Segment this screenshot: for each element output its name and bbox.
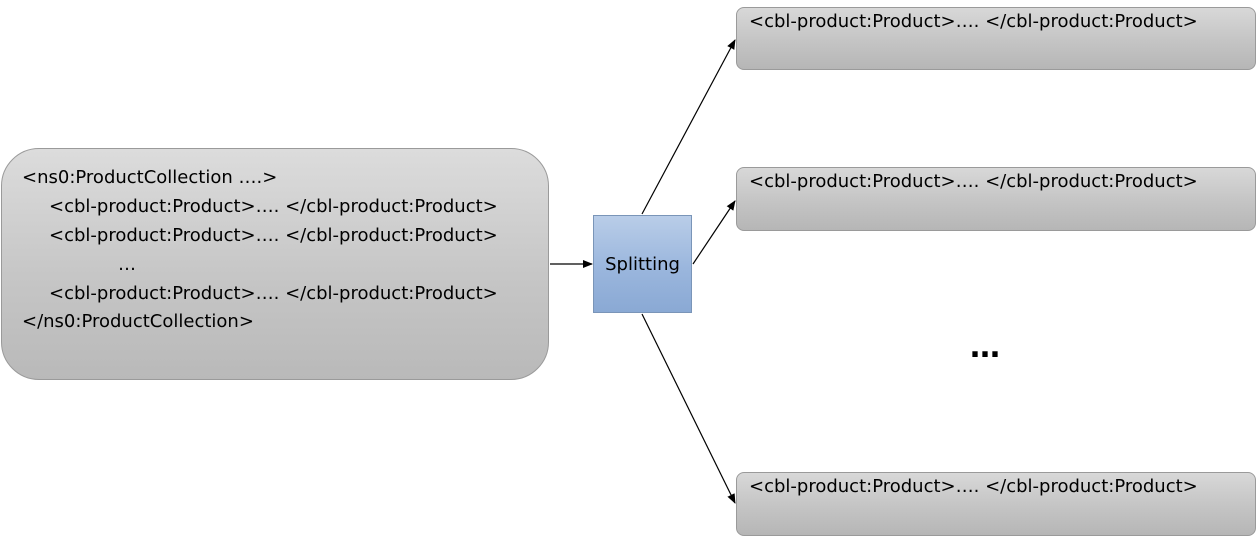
source-line-product-n: <cbl-product:Product>…. </cbl-product:Pr…: [49, 283, 498, 304]
output-product-box-1: <cbl-product:Product>…. </cbl-product:Pr…: [736, 7, 1256, 70]
arrow-splitting-to-output-2: [692, 200, 736, 265]
source-line-product-1: <cbl-product:Product>…. </cbl-product:Pr…: [49, 196, 498, 217]
source-line-close-collection: </ns0:ProductCollection>: [22, 311, 254, 332]
source-line-ellipsis: …: [118, 254, 136, 275]
output-product-box-3: <cbl-product:Product>…. </cbl-product:Pr…: [736, 472, 1256, 536]
source-line-product-2: <cbl-product:Product>…. </cbl-product:Pr…: [49, 225, 498, 246]
splitting-label: Splitting: [605, 253, 680, 275]
product-collection-box: <ns0:ProductCollection ….> <cbl-product:…: [1, 148, 549, 380]
more-outputs-ellipsis: …: [970, 330, 1001, 365]
output-product-label-3: <cbl-product:Product>…. </cbl-product:Pr…: [749, 476, 1198, 497]
arrow-splitting-to-output-3: [641, 313, 736, 504]
output-product-box-2: <cbl-product:Product>…. </cbl-product:Pr…: [736, 167, 1256, 231]
splitting-process-box: Splitting: [593, 215, 692, 313]
source-line-open-collection: <ns0:ProductCollection ….>: [22, 167, 278, 188]
output-product-label-1: <cbl-product:Product>…. </cbl-product:Pr…: [749, 11, 1198, 32]
arrow-splitting-to-output-1: [641, 39, 736, 215]
output-product-label-2: <cbl-product:Product>…. </cbl-product:Pr…: [749, 171, 1198, 192]
